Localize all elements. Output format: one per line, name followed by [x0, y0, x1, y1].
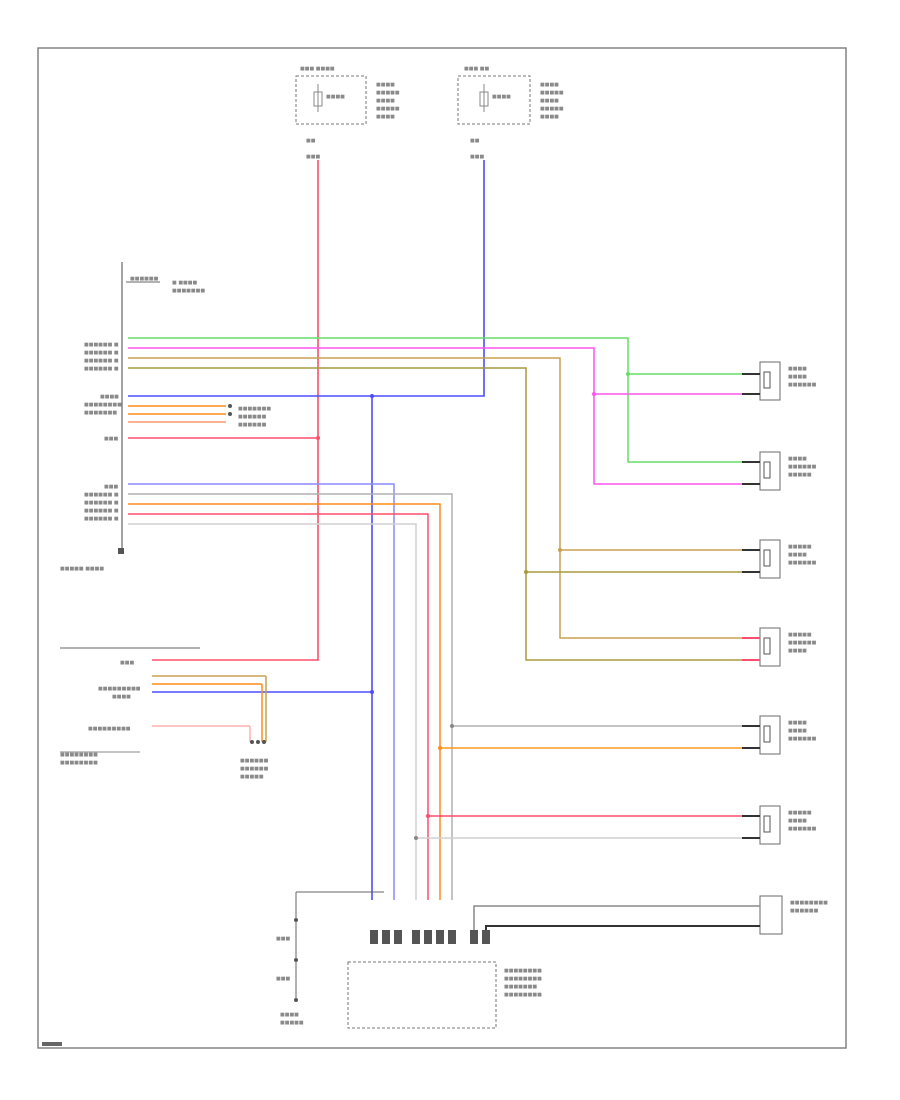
svg-text:■■■■: ■■■■ [376, 82, 395, 88]
svg-text:■■■■: ■■■■ [788, 720, 807, 726]
speaker-7: ■■■■■■■■■■■■■■ [759, 895, 828, 935]
svg-text:■■■■■: ■■■■■ [376, 90, 400, 96]
subwoofer-wires [473, 905, 760, 940]
svg-text:■■■■■■■■: ■■■■■■■■ [84, 402, 122, 408]
svg-text:■■■■■■ ■: ■■■■■■ ■ [84, 508, 119, 514]
battery-wire-blue [128, 160, 485, 900]
svg-text:■■■■■■ ■: ■■■■■■ ■ [84, 358, 119, 364]
svg-text:■■■ ■■: ■■■ ■■ [464, 66, 489, 72]
speaker-wires-front [128, 337, 742, 661]
rear-connector: ■■■ ■■■■■■■■■ ■■■■ ■■■■■■■■■ ■■■■■■■■ ■■… [60, 647, 269, 780]
svg-text:■■■■■■: ■■■■■■ [788, 826, 817, 832]
svg-text:■■■■■■: ■■■■■■ [240, 758, 269, 764]
svg-text:■■■: ■■■ [104, 436, 118, 442]
svg-text:■■■■: ■■■■ [112, 694, 131, 700]
svg-text:■■: ■■ [470, 138, 480, 144]
fuse-box-right: ■■■ ■■ ■■■■ ■■■■ ■■■■■ ■■■■ ■■■■■ ■■■■ ■… [457, 66, 564, 160]
speaker-1: ■■■■■■■■■■■■■■ [759, 361, 817, 401]
speaker-wires-rear [128, 483, 742, 900]
svg-text:■■■■■: ■■■■■ [280, 1020, 304, 1026]
svg-text:■■■■■■: ■■■■■■ [238, 422, 267, 428]
svg-text:■■■: ■■■ [306, 154, 320, 160]
svg-text:■■■■■■ ■: ■■■■■■ ■ [84, 492, 119, 498]
svg-text:■■■■■■: ■■■■■■ [788, 736, 817, 742]
svg-text:■■■■■: ■■■■■ [376, 106, 400, 112]
svg-text:■■■■■■■: ■■■■■■■ [84, 410, 117, 416]
svg-text:■■■■■■ ■: ■■■■■■ ■ [84, 516, 119, 522]
svg-text:■■■■■■■■: ■■■■■■■■ [60, 760, 98, 766]
svg-text:■■■■■■: ■■■■■■ [238, 414, 267, 420]
svg-text:■■■■■■: ■■■■■■ [788, 464, 817, 470]
svg-text:■■■■■■■■: ■■■■■■■■ [504, 976, 542, 982]
svg-text:■■■: ■■■ [120, 660, 134, 666]
svg-text:■■■■: ■■■■ [788, 366, 807, 372]
diagram-frame [37, 47, 847, 1049]
svg-text:■■■■■: ■■■■■ [788, 810, 812, 816]
svg-text:■■■■■■ ■: ■■■■■■ ■ [84, 366, 119, 372]
svg-text:■■■■: ■■■■ [326, 94, 345, 100]
svg-text:■■■■■■ ■: ■■■■■■ ■ [84, 500, 119, 506]
svg-text:■■■: ■■■ [276, 976, 290, 982]
svg-text:■■■■■■: ■■■■■■ [788, 382, 817, 388]
svg-text:■■■■■: ■■■■■ [540, 90, 564, 96]
svg-text:■■■■: ■■■■ [376, 98, 395, 104]
speaker-4: ■■■■■■■■■■■■■■■ [759, 627, 817, 667]
svg-text:■■■■■■■■: ■■■■■■■■ [504, 968, 542, 974]
svg-text:■■■■: ■■■■ [788, 374, 807, 380]
svg-text:■■■■■■ ■: ■■■■■■ ■ [84, 350, 119, 356]
footer-mark [42, 1042, 62, 1046]
svg-text:■■■■: ■■■■ [788, 456, 807, 462]
svg-text:■■■: ■■■ [104, 484, 118, 490]
svg-text:■■■■■■: ■■■■■■ [788, 560, 817, 566]
illumination-wires: ■■■■■■■ ■■■■■■ ■■■■■■ [128, 404, 271, 428]
svg-text:■■■■■■■: ■■■■■■■ [172, 288, 205, 294]
svg-text:■■■■: ■■■■ [788, 818, 807, 824]
svg-text:■■■■: ■■■■ [280, 1012, 299, 1018]
svg-text:■■■■■: ■■■■■ [240, 774, 264, 780]
svg-text:■■■■■■■: ■■■■■■■ [504, 984, 537, 990]
svg-text:■ ■■■■: ■ ■■■■ [172, 280, 197, 286]
ground-block: ■■■ ■■■ ■■■■ ■■■■■ [276, 891, 384, 1026]
svg-text:■■■■: ■■■■ [788, 728, 807, 734]
power-wire-red [128, 160, 320, 661]
svg-text:■■■■■■: ■■■■■■ [788, 640, 817, 646]
svg-text:■■■■: ■■■■ [788, 552, 807, 558]
svg-text:■■■■: ■■■■ [376, 114, 395, 120]
svg-text:■■■: ■■■ [470, 154, 484, 160]
svg-text:■■■■: ■■■■ [540, 82, 559, 88]
svg-text:■■■■■■■■: ■■■■■■■■ [504, 992, 542, 998]
svg-text:■■■■■■ ■: ■■■■■■ ■ [84, 342, 119, 348]
svg-text:■■■■: ■■■■ [540, 98, 559, 104]
audio-unit: ■■■■■■ ■ ■■■■ ■■■■■■■ ■■■■■■ ■ ■■■■■■ ■ … [60, 262, 205, 572]
svg-text:■■■■■■: ■■■■■■ [130, 276, 159, 282]
svg-text:■■■ ■■■■: ■■■ ■■■■ [300, 66, 335, 72]
bottom-module: ■■■■■■■■ ■■■■■■■■ ■■■■■■■ ■■■■■■■■ [347, 930, 542, 1029]
svg-text:■■■■■: ■■■■■ [788, 632, 812, 638]
svg-text:■■■■: ■■■■ [492, 94, 511, 100]
svg-text:■■■■■■: ■■■■■■ [790, 908, 819, 914]
svg-text:■■: ■■ [306, 138, 316, 144]
svg-text:■■■■■■■■■: ■■■■■■■■■ [98, 686, 141, 692]
svg-text:■■■■■■: ■■■■■■ [240, 766, 269, 772]
speaker-connectors [742, 373, 760, 839]
svg-text:■■■■: ■■■■ [788, 648, 807, 654]
svg-text:■■■■■■■: ■■■■■■■ [238, 406, 271, 412]
svg-text:■■■: ■■■ [276, 936, 290, 942]
svg-text:■■■■■■■■■: ■■■■■■■■■ [88, 726, 131, 732]
speaker-2: ■■■■■■■■■■■■■■■ [759, 451, 817, 491]
svg-text:■■■■■: ■■■■■ [788, 472, 812, 478]
speaker-5: ■■■■■■■■■■■■■■ [759, 715, 817, 755]
svg-text:■■■■■: ■■■■■ [540, 106, 564, 112]
fuse-box-left: ■■■ ■■■■ ■■■■ ■■■■ ■■■■■ ■■■■ ■■■■■ ■■■■… [295, 66, 400, 160]
svg-text:■■■■: ■■■■ [100, 394, 119, 400]
svg-text:■■■■■■■■: ■■■■■■■■ [60, 752, 98, 758]
svg-text:■■■■■: ■■■■■ [788, 544, 812, 550]
svg-text:■■■■: ■■■■ [540, 114, 559, 120]
speaker-3: ■■■■■■■■■■■■■■■ [759, 539, 817, 579]
svg-text:■■■■■ ■■■■: ■■■■■ ■■■■ [60, 566, 104, 572]
speaker-6: ■■■■■■■■■■■■■■■ [759, 805, 817, 845]
svg-text:■■■■■■■■: ■■■■■■■■ [790, 900, 828, 906]
